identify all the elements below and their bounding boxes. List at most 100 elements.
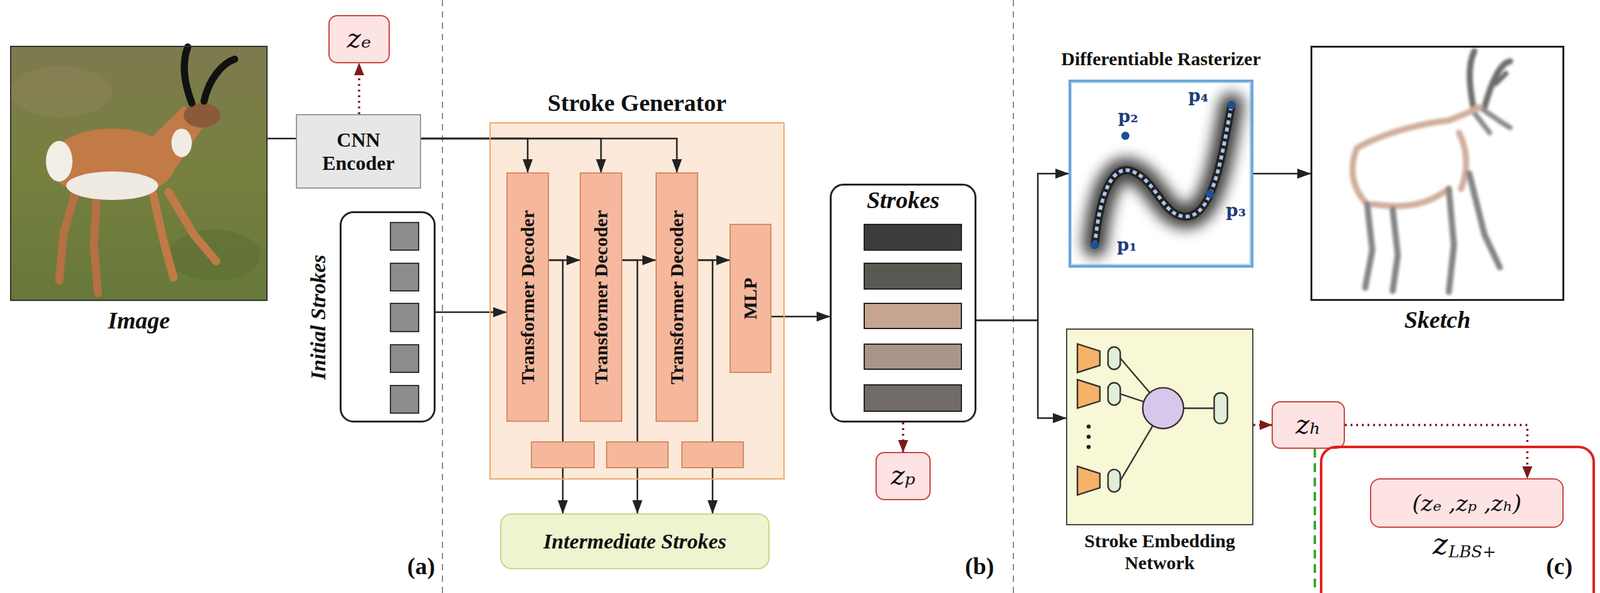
sketch-box: Sketch bbox=[1310, 45, 1565, 301]
control-point bbox=[1205, 189, 1214, 199]
node-text: CNN Encoder bbox=[302, 128, 415, 175]
latent-arrow bbox=[1344, 424, 1528, 479]
initial-strokes-box: Initial Strokes bbox=[339, 211, 436, 423]
flow-arrow bbox=[549, 260, 563, 514]
stroke-bar bbox=[864, 263, 962, 289]
encoder-trapezoid bbox=[1077, 466, 1100, 496]
input-image: Image bbox=[10, 45, 268, 301]
stroke-core bbox=[1094, 105, 1232, 246]
embedding-network-box: Stroke Embedding Network bbox=[1066, 328, 1254, 526]
sketch-line bbox=[1469, 173, 1500, 268]
panel-label: (b) bbox=[965, 553, 994, 580]
rump bbox=[45, 141, 73, 182]
sketch-line bbox=[1372, 188, 1449, 206]
sketch-line bbox=[1484, 61, 1511, 108]
node-text: zₑ bbox=[347, 23, 372, 54]
latent-box: zₑ bbox=[328, 15, 390, 64]
latent-arrow bbox=[1253, 423, 1272, 427]
flow-arrow bbox=[1253, 172, 1311, 175]
photo-ground bbox=[10, 45, 267, 301]
point-label: p₁ bbox=[1116, 235, 1137, 256]
sketch-art bbox=[1352, 50, 1510, 292]
photo-patch bbox=[10, 66, 113, 118]
sketch-line bbox=[1469, 50, 1475, 113]
node-text: zₕ bbox=[1295, 409, 1321, 440]
token bbox=[390, 263, 419, 291]
blurred-stroke bbox=[1094, 105, 1232, 246]
leg bbox=[58, 188, 77, 281]
stroke-bar bbox=[864, 384, 962, 412]
horn bbox=[184, 47, 192, 104]
flow-arrow bbox=[698, 260, 713, 514]
flow-arrow bbox=[421, 138, 677, 173]
ellipsis-dot bbox=[1086, 444, 1092, 450]
ellipsis-dot bbox=[1086, 434, 1092, 440]
strokes-box: Strokes bbox=[829, 183, 977, 423]
node-text: Transformer Decoder bbox=[590, 209, 613, 385]
sketch-strokes bbox=[1352, 50, 1510, 292]
token bbox=[390, 385, 419, 414]
node-text: Sketch bbox=[1404, 306, 1471, 335]
stroke-bar bbox=[864, 303, 962, 329]
node-text: Stroke Generator bbox=[547, 89, 727, 118]
rasterizer-art bbox=[1070, 81, 1251, 266]
flow-arrow bbox=[421, 138, 528, 173]
decoder-block: Transformer Decoder bbox=[579, 172, 623, 422]
green-dashed-lead bbox=[1313, 448, 1317, 593]
mlp-block: MLP bbox=[729, 223, 772, 373]
leg bbox=[168, 191, 217, 262]
node-text: (zₑ ,zₚ ,zₕ) bbox=[1411, 490, 1522, 516]
network-fill bbox=[1067, 329, 1253, 525]
sketch-line bbox=[1392, 209, 1398, 291]
node-text: Stroke Embedding Network bbox=[1059, 530, 1261, 574]
net-link bbox=[1183, 407, 1214, 409]
latent-arrow bbox=[901, 422, 905, 452]
stroke-centerline bbox=[1094, 105, 1232, 246]
sketch-line bbox=[1458, 132, 1466, 190]
decoder-block: Transformer Decoder bbox=[655, 172, 699, 422]
combined-latent-box: (zₑ ,zₚ ,zₕ) bbox=[1369, 478, 1564, 528]
stroke-bar bbox=[864, 344, 962, 370]
control-point bbox=[1227, 100, 1236, 110]
panel-divider bbox=[441, 0, 444, 593]
intermediate-box: Intermediate Strokes bbox=[500, 513, 770, 570]
sketch-line bbox=[1352, 147, 1367, 205]
flow-arrow bbox=[976, 320, 1067, 419]
panel-label: (c) bbox=[1546, 553, 1573, 580]
point-label: p₄ bbox=[1188, 86, 1209, 106]
token bbox=[390, 222, 419, 251]
embedding-pill bbox=[1108, 347, 1121, 370]
latent-box: zₕ bbox=[1271, 401, 1345, 449]
node-text: Transformer Decoder bbox=[517, 209, 539, 385]
sketch-line bbox=[1475, 114, 1490, 133]
embedding-pill bbox=[1108, 382, 1121, 406]
control-point bbox=[1121, 131, 1130, 140]
stroke-bars bbox=[864, 224, 962, 412]
leg bbox=[152, 193, 174, 278]
latent-arrow bbox=[357, 63, 361, 115]
sketch-line bbox=[1495, 73, 1506, 84]
panel-label: (a) bbox=[407, 553, 435, 580]
flow-arrow bbox=[771, 315, 830, 318]
raster-canvas bbox=[1070, 81, 1251, 266]
head bbox=[183, 102, 221, 128]
node-text: zLBS+ bbox=[1432, 542, 1496, 561]
control-point bbox=[1090, 240, 1099, 249]
node-text: Strokes bbox=[831, 186, 975, 215]
flow-arrow bbox=[267, 137, 296, 140]
leg bbox=[94, 193, 99, 293]
aggregator-node bbox=[1142, 387, 1184, 429]
flow-arrow bbox=[435, 311, 507, 314]
token bbox=[390, 303, 419, 332]
node-text: MLP bbox=[739, 277, 762, 320]
node-text: Transformer Decoder bbox=[666, 209, 689, 385]
node-text: Initial Strokes bbox=[305, 254, 331, 380]
output-pill bbox=[1213, 392, 1228, 424]
prediction-head bbox=[531, 441, 595, 468]
embedding-pill bbox=[1108, 469, 1121, 492]
